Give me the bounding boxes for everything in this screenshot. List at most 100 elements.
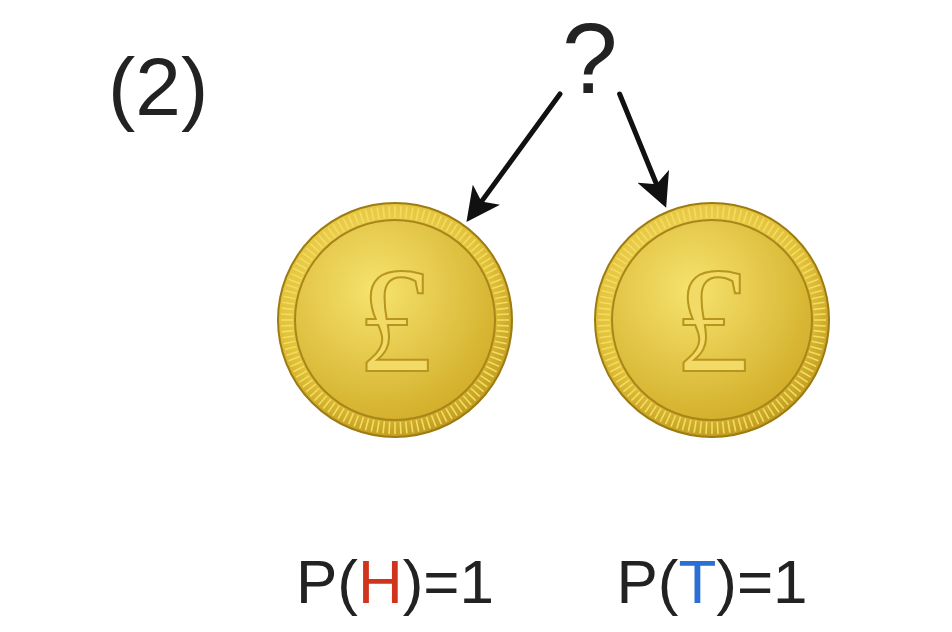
- coin-ridge: [795, 380, 805, 387]
- coin-ridge: [406, 207, 407, 219]
- coin-ridge: [323, 231, 331, 240]
- coin-ridge: [711, 422, 713, 434]
- coin-ridge: [791, 248, 800, 256]
- coin-ridge: [486, 366, 497, 371]
- coin-ridge: [490, 279, 501, 283]
- coin-ridge: [283, 341, 295, 343]
- coin-ridge: [768, 224, 775, 234]
- coin-ridge: [677, 417, 681, 428]
- coin-ridge: [287, 285, 298, 289]
- coin-ridge: [613, 371, 623, 377]
- coin-ridge: [728, 207, 730, 219]
- coin-ridge: [496, 302, 508, 304]
- coin-ridge: [319, 235, 327, 244]
- coin-ridge: [784, 392, 792, 400]
- coin-ridge: [758, 411, 763, 422]
- coin-ridge: [285, 290, 297, 293]
- coin-ridge: [599, 336, 611, 338]
- coin-ridge: [738, 210, 741, 222]
- coin-ridge: [394, 422, 396, 434]
- coin-ridge: [455, 403, 462, 413]
- coin-ridge: [293, 268, 304, 273]
- coin-ridge: [303, 380, 313, 387]
- coin-ridge: [383, 207, 384, 219]
- coin-ridge: [496, 336, 508, 338]
- coin-ridge: [655, 408, 661, 418]
- coin-ridge: [780, 396, 788, 405]
- coin-node: £P(H)=1: [277, 202, 513, 438]
- coin-ridge: [349, 216, 354, 227]
- coin-ridge: [650, 224, 657, 234]
- coin-ridge: [328, 403, 335, 413]
- coin-ridge: [421, 210, 424, 222]
- coin-ridge: [497, 319, 509, 321]
- coin-rim: [278, 203, 512, 437]
- coin-ridge: [291, 274, 302, 279]
- coin-ridge: [432, 214, 436, 225]
- coin-ridge: [492, 285, 503, 289]
- coin-ridge: [303, 253, 313, 260]
- coin-ridge: [471, 388, 480, 396]
- coin-ridge: [459, 399, 467, 408]
- probability-label: P(H)=1: [207, 548, 583, 616]
- coin-ridge: [763, 408, 769, 418]
- question-mark: ?: [556, 4, 624, 112]
- coin-ridge: [497, 325, 509, 327]
- coin-ridge: [281, 313, 293, 315]
- coin-ridge: [441, 218, 446, 229]
- coin-ridge: [616, 258, 626, 265]
- coin-ridge: [772, 228, 779, 238]
- coin-ridge: [645, 403, 652, 413]
- coin-ridge: [333, 224, 340, 234]
- coin-ridge: [807, 279, 818, 283]
- coin-ridge: [377, 207, 379, 219]
- arrow-connector: [620, 94, 664, 202]
- coin-ridge: [627, 244, 636, 252]
- coin-ridge: [354, 415, 358, 426]
- coin-ridge: [814, 325, 826, 327]
- coin-ridge: [492, 352, 503, 356]
- coin-ridge: [813, 308, 825, 309]
- coin-ridge: [296, 371, 306, 377]
- coin-ridge: [738, 419, 741, 431]
- coin-ridge: [608, 361, 619, 366]
- coin-ridge: [474, 384, 483, 392]
- coin-ridge: [365, 419, 368, 431]
- coin-ridge: [451, 224, 458, 234]
- coin-ridge: [328, 228, 335, 238]
- coin-ridge: [406, 421, 407, 433]
- coin-ridge: [306, 248, 315, 256]
- coin-ridge: [463, 235, 471, 244]
- coin-ridge: [791, 384, 800, 392]
- coin-ridge: [495, 296, 507, 298]
- coin-ridge: [813, 336, 825, 338]
- coin-ridge: [471, 244, 480, 252]
- coin-ridge: [753, 413, 758, 424]
- coin-ridge: [488, 361, 499, 366]
- coin-ridge: [365, 210, 368, 222]
- coin-ridge: [599, 308, 611, 309]
- coin-ridge: [282, 302, 294, 304]
- coin-ridge: [483, 263, 493, 269]
- coin-ridge: [666, 413, 671, 424]
- coin-ridge: [383, 421, 384, 433]
- coin-ridge: [780, 235, 788, 244]
- coin-ridge: [763, 221, 769, 231]
- coin-ridge: [640, 399, 648, 408]
- coin-ridge: [723, 207, 724, 219]
- coin-ridge: [314, 239, 322, 247]
- coin-ridge: [463, 396, 471, 405]
- coin-ridge: [620, 253, 630, 260]
- coin-ridge: [602, 346, 614, 349]
- coin-ridge: [711, 206, 713, 218]
- coin-ridge: [494, 346, 506, 349]
- coin-ridge: [811, 346, 823, 349]
- coin-ridge: [310, 244, 319, 252]
- coin-ridge: [483, 371, 493, 377]
- coin-ridge: [812, 341, 824, 343]
- coin-ridge: [349, 413, 354, 424]
- coin-ridge: [604, 352, 615, 356]
- coin-ridge: [333, 406, 340, 416]
- coin-ridge: [636, 396, 644, 405]
- coin-ridge: [306, 384, 315, 392]
